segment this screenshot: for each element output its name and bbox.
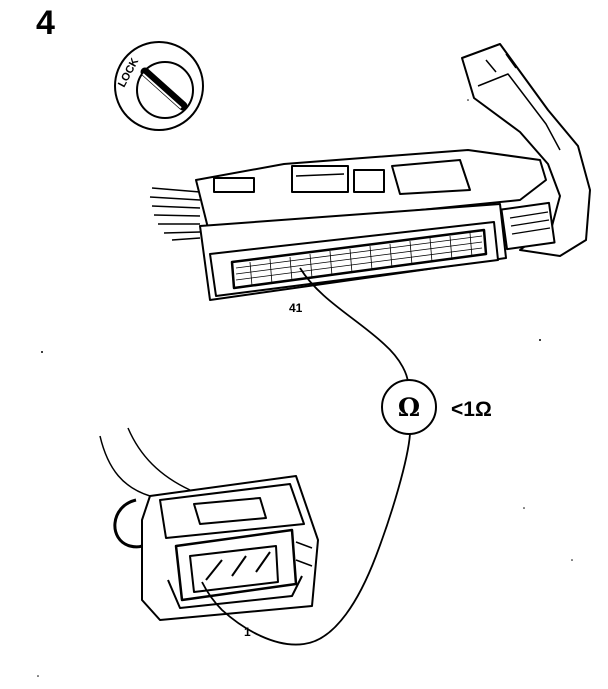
test-lead-lower xyxy=(201,433,411,646)
ohmmeter-symbol: Ω xyxy=(398,393,420,422)
ohmmeter-icon: Ω xyxy=(381,379,437,435)
scan-speckles xyxy=(37,99,573,677)
ecu-pin-label: 41 xyxy=(289,301,303,315)
sensor-pin-label: 1 xyxy=(244,625,251,639)
test-lead-upper xyxy=(299,267,409,385)
ecu-pin-grid xyxy=(235,232,483,287)
lock-symbol-icon: LOCK xyxy=(114,41,204,131)
step-number: 4 xyxy=(36,4,55,42)
ecu-wire-bundle xyxy=(149,187,201,241)
resistance-reading: <1Ω xyxy=(451,398,492,421)
sensor-connector xyxy=(99,427,319,621)
ecu-connector xyxy=(149,43,591,301)
